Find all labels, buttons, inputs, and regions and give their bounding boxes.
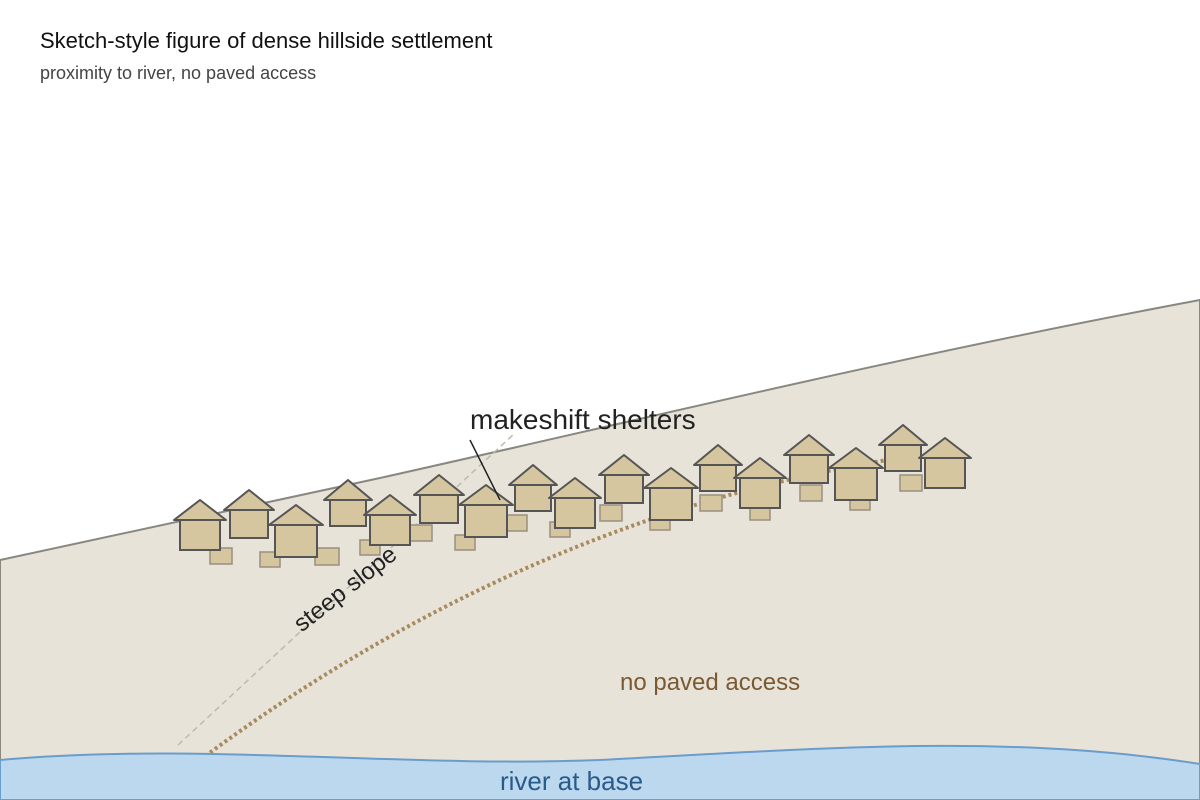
hillside [0, 298, 1200, 800]
unpaved-footpath [146, 456, 901, 800]
shelter [783, 434, 835, 484]
shelter [508, 464, 558, 512]
shelter [548, 477, 602, 529]
shelter-wall [834, 467, 878, 501]
debris-crate [409, 524, 433, 542]
shelters-leader-line [469, 439, 501, 501]
shelter-wall [884, 444, 922, 472]
shelter-wall [229, 509, 269, 539]
debris-crate [599, 504, 623, 522]
shelter-wall [464, 504, 508, 538]
shelter-wall [649, 487, 693, 521]
shelter [828, 447, 884, 501]
slope-guide-line [177, 432, 516, 746]
river [0, 744, 1200, 800]
debris-crate [504, 514, 528, 532]
shelter-wall [329, 499, 367, 527]
shelter [598, 454, 650, 504]
shelter-wall [514, 484, 552, 512]
debris-crate [314, 547, 340, 566]
shelter-wall [604, 474, 644, 504]
shelters-label: makeshift shelters [470, 404, 696, 435]
shelter-wall [369, 514, 411, 546]
shelter-roof [173, 499, 227, 521]
shelter-roof [223, 489, 275, 511]
shelter-cluster [173, 424, 972, 568]
shelter [413, 474, 465, 524]
no-paved-access-label: no paved access [620, 669, 800, 696]
shelter [733, 457, 787, 509]
shelter [363, 494, 417, 546]
shelter-wall [789, 454, 829, 484]
figure-title: Sketch-style figure of dense hillside se… [40, 28, 493, 53]
debris-crate [899, 474, 923, 492]
shelter-wall [554, 497, 596, 529]
shelter-wall [699, 464, 737, 492]
debris-crate [699, 494, 723, 512]
shelter [223, 489, 275, 539]
river-label: river at base [500, 766, 643, 796]
shelter-wall [179, 519, 221, 551]
figure-subtitle: proximity to river, no paved access [40, 63, 317, 83]
shelter-wall [274, 524, 318, 558]
debris-crate [799, 484, 823, 502]
shelter-wall [739, 477, 781, 509]
shelter [643, 467, 699, 521]
shelter [268, 504, 324, 558]
shelter-wall [419, 494, 459, 524]
shelter [918, 437, 972, 489]
shelter-wall [924, 457, 966, 489]
shelter [173, 499, 227, 551]
